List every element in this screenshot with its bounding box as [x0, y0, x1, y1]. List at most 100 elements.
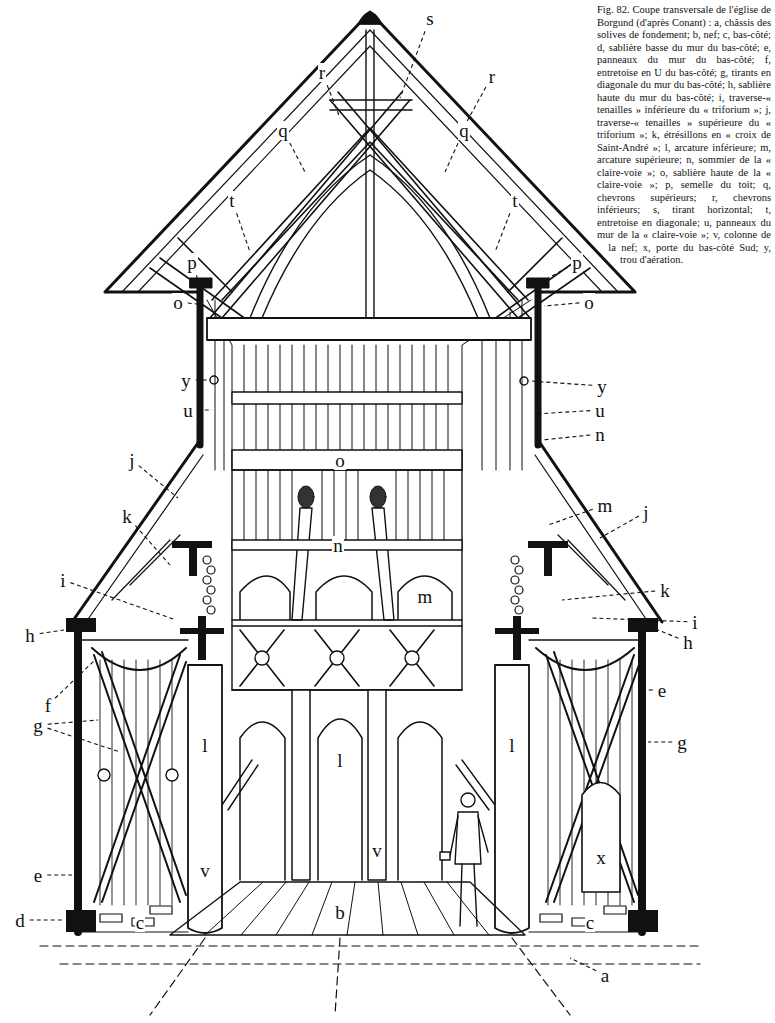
callout-letter: c [135, 913, 145, 932]
roof-sill [190, 278, 212, 288]
callout-letter: u [182, 401, 194, 420]
callout-letter: q [277, 121, 289, 140]
clerestory-wall [200, 282, 538, 445]
callout-letter: v [199, 861, 211, 880]
leader-line [48, 728, 120, 752]
leader-line [237, 213, 250, 252]
figure-caption: Fig. 82. Coupe transversale de l'église … [597, 4, 771, 265]
leader-line [198, 409, 212, 410]
callout-letter: g [676, 733, 688, 752]
aisle-wall-panels [100, 660, 632, 905]
leader-line [40, 630, 64, 634]
air-hole [210, 376, 218, 384]
leader-line [139, 466, 178, 498]
carved-head [370, 486, 386, 508]
callout-letter: i [691, 613, 698, 632]
arched-braces [250, 155, 490, 318]
callout-letter: l [201, 736, 208, 755]
leader-line [592, 618, 687, 622]
leader-line [658, 630, 679, 638]
wall-sill [66, 618, 658, 932]
leader-line [47, 874, 72, 875]
leader-line [548, 509, 593, 525]
near-column [495, 665, 529, 933]
callout-letter: l [336, 751, 343, 770]
callout-letter: e [33, 866, 43, 885]
triforium-clamp [172, 541, 568, 660]
callout-letter: i [59, 571, 66, 590]
leader-line [530, 381, 592, 385]
leader-line [196, 275, 198, 280]
cross-disc [330, 651, 344, 665]
leader-line [70, 583, 176, 620]
callout-letter: p [571, 253, 583, 272]
lower-rafters [210, 92, 530, 318]
diagonal-ties [94, 652, 640, 902]
arcade-braces [222, 760, 495, 810]
head-posts [292, 508, 394, 620]
callout-letter: y [180, 371, 192, 390]
callout-letter: n [332, 536, 344, 555]
callout-letter: r [488, 67, 496, 86]
callout-letter: j [128, 451, 135, 470]
callout-letter: o [334, 451, 346, 470]
leader-line [647, 689, 653, 690]
callout-letter: k [121, 507, 133, 526]
callout-letter: f [44, 696, 52, 715]
aisle-roof-boards [86, 455, 648, 622]
u-strut [92, 648, 634, 670]
callout-letter: t [511, 191, 518, 210]
floor-planks [205, 882, 489, 935]
callout-letter: s [425, 9, 434, 28]
clerestory-sill [232, 540, 462, 550]
leader-line [55, 660, 95, 698]
tie-beam [207, 318, 531, 340]
back-wall-planks [244, 470, 444, 540]
callout-letter: q [458, 121, 470, 140]
cross-disc [255, 651, 269, 665]
figure-caption-box: Fig. 82. Coupe transversale de l'église … [596, 4, 771, 302]
callout-letter: e [657, 681, 667, 700]
cross-beam [232, 392, 462, 404]
leader-line [545, 267, 568, 280]
callout-letter: v [371, 841, 383, 860]
leader-line [542, 435, 590, 440]
human-figure [440, 793, 488, 926]
leader-line [495, 213, 510, 252]
leader-line [570, 958, 596, 971]
leader-line [290, 143, 305, 172]
callout-letter: d [14, 911, 26, 930]
near-column [188, 665, 222, 933]
collar-beam [330, 100, 412, 110]
callout-letter: a [600, 966, 610, 985]
aisle-ceiling [82, 639, 638, 640]
south-door [582, 783, 620, 893]
leader-line [445, 143, 458, 172]
callout-letter: r [318, 63, 326, 82]
leader-line [465, 87, 486, 125]
callout-letter: h [24, 626, 36, 645]
leader-line [196, 379, 208, 380]
far-column [292, 690, 310, 880]
tie-disc [98, 769, 110, 781]
callout-letter: b [334, 903, 346, 922]
air-hole [520, 377, 528, 385]
callout-letter: t [228, 191, 235, 210]
callout-letter: l [508, 736, 515, 755]
callout-letter: o [583, 293, 595, 312]
clerestory-side-panels [207, 300, 531, 470]
leader-line [135, 526, 170, 565]
far-column [368, 690, 386, 880]
leader-line [600, 516, 639, 538]
callout-letter: u [594, 401, 606, 420]
aisle-floor [82, 906, 638, 932]
leader-line [188, 302, 197, 304]
callout-letter: k [659, 581, 671, 600]
leader-line [48, 720, 98, 724]
callout-letter: n [594, 425, 606, 444]
roof-sill [527, 278, 549, 288]
callout-letter: c [585, 913, 595, 932]
nave-floor [170, 882, 525, 935]
